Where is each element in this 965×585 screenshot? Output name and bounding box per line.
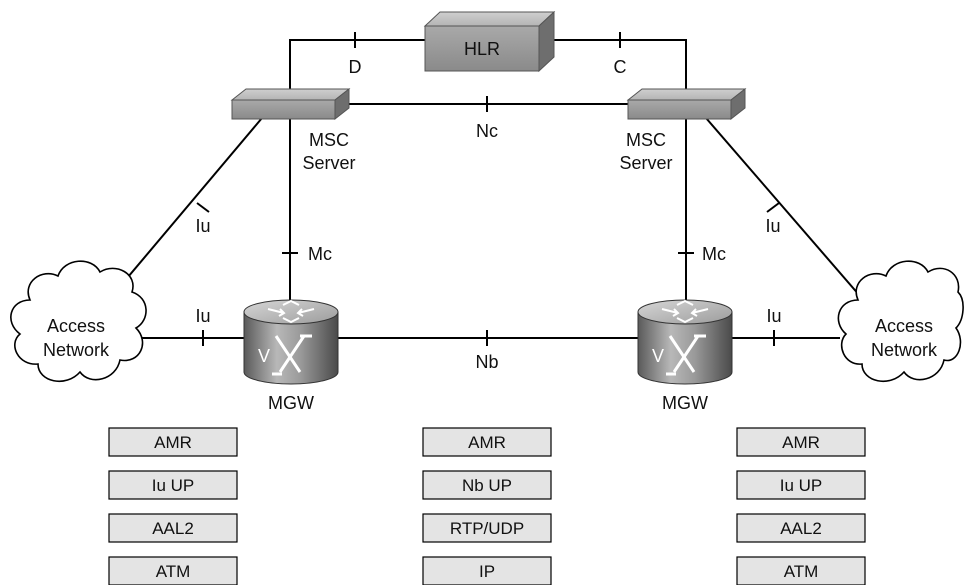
protocol-stack-left: AMR Iu UP AAL2 ATM (108, 427, 238, 585)
stack-middle-layer-label: IP (479, 562, 495, 581)
mgw-right-label: MGW (662, 393, 708, 413)
interface-mc-left-label: Mc (308, 244, 332, 264)
msc-right-label-line1: MSC (626, 130, 666, 150)
stack-middle-layer-label: Nb UP (462, 476, 512, 495)
stack-left-layer-label: AMR (154, 433, 192, 452)
tick-iu-left-upper (196, 202, 210, 213)
hlr-node: HLR (423, 10, 556, 73)
msc-left-label-line2: Server (302, 153, 355, 173)
mgw-right: V (637, 299, 733, 385)
stack-left-layer-label: Iu UP (152, 476, 195, 495)
stack-right-layer (736, 470, 866, 500)
stack-middle-layer (422, 470, 552, 500)
protocol-stack-middle: AMR Nb UP RTP/UDP IP (422, 427, 552, 585)
msc-server-left (230, 87, 351, 121)
links (111, 39, 861, 339)
stack-right-layer-label: AAL2 (780, 519, 822, 538)
interface-nb-label: Nb (475, 352, 498, 372)
mgw-right-router-arrows-icon (661, 299, 709, 324)
msc-right-label-line2: Server (619, 153, 672, 173)
stack-left-layer-label: ATM (156, 562, 191, 581)
mgw-right-symbol: V (652, 346, 664, 366)
interface-ticks (196, 32, 780, 346)
hlr-label: HLR (464, 39, 500, 59)
stack-left-layer (108, 470, 238, 500)
stack-middle-layer (422, 556, 552, 585)
stack-right-layer (736, 556, 866, 585)
interface-nc-label: Nc (476, 121, 498, 141)
mgw-left: V (243, 299, 339, 385)
interface-iu-left-upper-label: Iu (195, 216, 210, 236)
link-msc-left-access (111, 117, 263, 297)
access-right-label-line2: Network (871, 340, 938, 360)
tick-iu-right-upper (766, 202, 780, 213)
stack-right-layer-label: ATM (784, 562, 819, 581)
interface-mc-right-label: Mc (702, 244, 726, 264)
link-hlr-msc-right (553, 39, 687, 92)
stack-middle-layer (422, 513, 552, 543)
stack-middle-layer-label: AMR (468, 433, 506, 452)
stack-right-layer-label: Iu UP (780, 476, 823, 495)
interface-iu-right-lower-label: Iu (766, 306, 781, 326)
stack-right-layer-label: AMR (782, 433, 820, 452)
access-network-right-cloud (837, 260, 964, 382)
stack-right-layer (736, 427, 866, 457)
msc-left-label-line1: MSC (309, 130, 349, 150)
stack-left-layer (108, 513, 238, 543)
interface-iu-left-lower-label: Iu (195, 306, 210, 326)
interface-d-label: D (349, 57, 362, 77)
mgw-left-symbol: V (258, 346, 270, 366)
protocol-stack-right: AMR Iu UP AAL2 ATM (736, 427, 866, 585)
interface-iu-right-upper-label: Iu (765, 216, 780, 236)
stack-middle-layer-label: RTP/UDP (450, 519, 524, 538)
access-network-left-cloud (10, 260, 147, 382)
interface-c-label: C (614, 57, 627, 77)
stack-right-layer (736, 513, 866, 543)
link-msc-left-hlr (289, 39, 425, 95)
access-right-label-line1: Access (875, 316, 933, 336)
mgw-right-switch-icon (666, 334, 706, 376)
access-left-label-line1: Access (47, 316, 105, 336)
mgw-left-router-arrows-icon (267, 299, 315, 324)
mgw-left-switch-icon (272, 334, 312, 376)
link-msc-right-access (705, 117, 861, 297)
stack-middle-layer (422, 427, 552, 457)
mgw-left-label: MGW (268, 393, 314, 413)
stack-left-layer (108, 427, 238, 457)
stack-left-layer (108, 556, 238, 585)
access-left-label-line2: Network (43, 340, 110, 360)
msc-server-right (626, 87, 747, 121)
stack-left-layer-label: AAL2 (152, 519, 194, 538)
